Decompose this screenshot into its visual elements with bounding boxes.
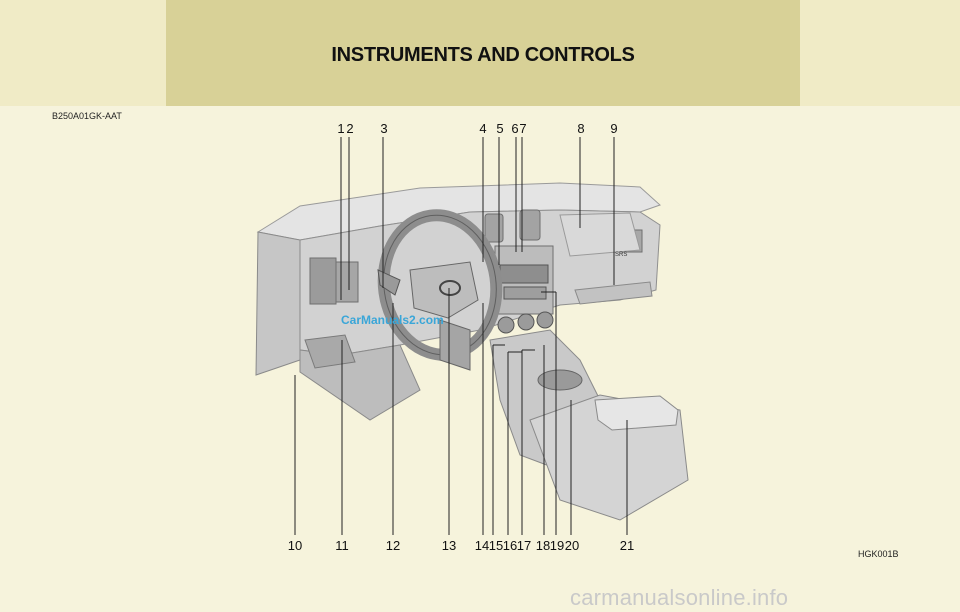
left-side-vent (309, 257, 337, 305)
header-side-band-left (0, 0, 166, 106)
callout-11: 11 (335, 538, 349, 553)
callout-13: 13 (441, 538, 457, 553)
callout-17: 17 (516, 538, 532, 553)
figure-code: HGK001B (858, 549, 899, 559)
armrest-lid (594, 395, 679, 431)
callout-1: 1 (337, 121, 345, 136)
callout-3: 3 (380, 121, 388, 136)
callout-19: 19 (549, 538, 565, 553)
steering-logo (439, 280, 461, 296)
callout-10: 10 (287, 538, 303, 553)
steering-wheel-hub (409, 261, 479, 319)
center-vent-right (519, 209, 541, 241)
callout-5: 5 (496, 121, 504, 136)
glove-box (574, 281, 653, 305)
srs-badge: SRS (615, 252, 627, 258)
callout-21: 21 (619, 538, 635, 553)
leader-lines-bottom (294, 288, 628, 535)
callout-12: 12 (385, 538, 401, 553)
climate-panel (503, 286, 547, 300)
left-vent (335, 261, 359, 303)
gear-shift-base (537, 369, 583, 391)
watermark-carmanuals2: CarManuals2.com (341, 313, 444, 327)
audio-unit (499, 264, 549, 284)
steering-column (439, 319, 471, 371)
page-title: INSTRUMENTS AND CONTROLS (331, 44, 635, 66)
callout-2: 2 (346, 121, 354, 136)
header-side-band-right (800, 0, 960, 106)
page-header: INSTRUMENTS AND CONTROLS (166, 0, 800, 106)
climate-knob-left (497, 316, 515, 334)
callout-18: 18 (535, 538, 551, 553)
left-door-panel (255, 231, 301, 376)
doc-code: B250A01GK-AAT (52, 111, 122, 121)
callout-15: 15 (488, 538, 504, 553)
climate-knob-right (536, 311, 554, 329)
callout-16: 16 (502, 538, 518, 553)
callout-14: 14 (474, 538, 490, 553)
climate-knob-center (517, 313, 535, 331)
callout-7: 7 (519, 121, 527, 136)
center-vent-left (484, 213, 504, 243)
passenger-airbag-panel (559, 212, 641, 257)
leader-lines-top (340, 137, 615, 300)
callout-9: 9 (610, 121, 618, 136)
callout-20: 20 (564, 538, 580, 553)
callout-6: 6 (511, 121, 519, 136)
watermark-carmanualsonline[interactable]: carmanualsonline.info (570, 585, 789, 610)
callout-4: 4 (479, 121, 487, 136)
callout-8: 8 (577, 121, 585, 136)
